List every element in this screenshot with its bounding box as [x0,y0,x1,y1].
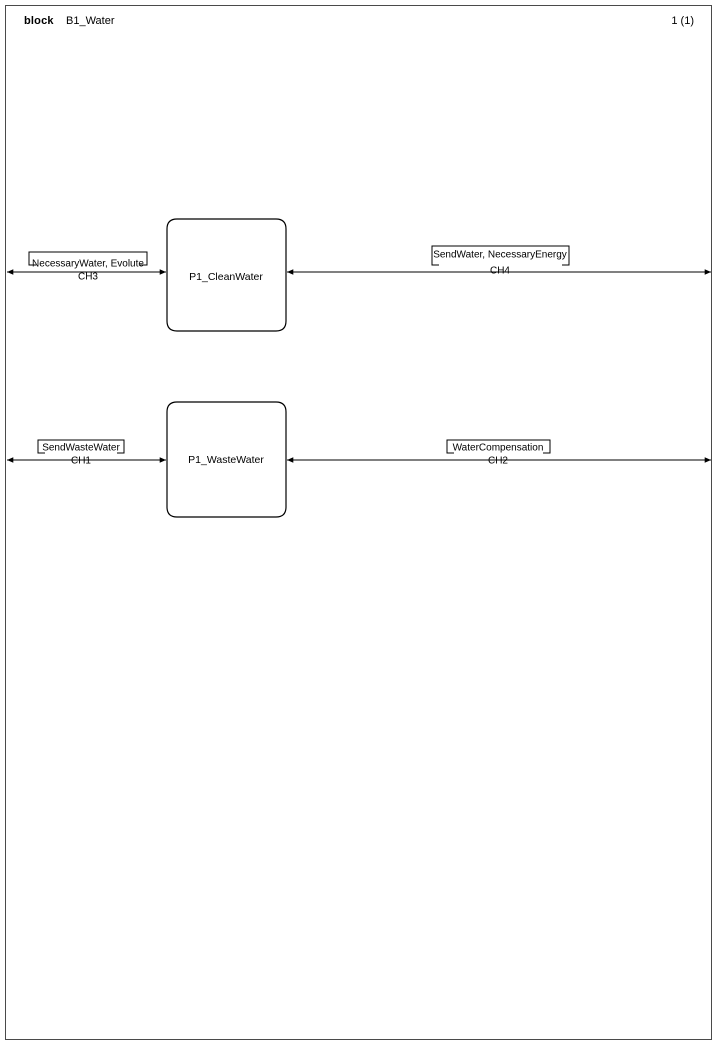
channel-ch3[interactable] [7,251,166,275]
signal-label-ch1: SendWasteWater [42,442,120,454]
page-title: B1_Water [66,15,115,27]
signal-box-ch3 [28,251,148,266]
block-label-p1-cleanwater: P1_CleanWater [189,271,263,283]
block-p1-wastewater[interactable] [166,401,287,518]
block-label-p1-wastewater: P1_WasteWater [188,454,264,466]
header-keyword: block [24,15,54,27]
channel-name-ch2: CH2 [487,455,509,467]
channel-ch2[interactable] [287,439,711,463]
signal-label-ch2: WaterCompensation [452,442,544,454]
channel-name-ch4: CH4 [489,265,511,277]
page-number: 1 (1) [671,15,694,27]
signal-label-ch3: NecessaryWater, Evolute [32,258,144,270]
signal-label-ch4: SendWater, NecessaryEnergy [433,249,567,261]
signal-box-ch2 [446,439,551,454]
channel-name-ch3: CH3 [77,271,99,283]
channel-name-ch1: CH1 [70,455,92,467]
signal-box-ch1 [37,439,125,454]
block-p1-cleanwater[interactable] [166,218,287,332]
channel-ch1[interactable] [7,439,166,463]
page-frame [5,5,712,1040]
signal-box-ch4 [431,245,570,266]
channel-ch4[interactable] [287,245,711,275]
